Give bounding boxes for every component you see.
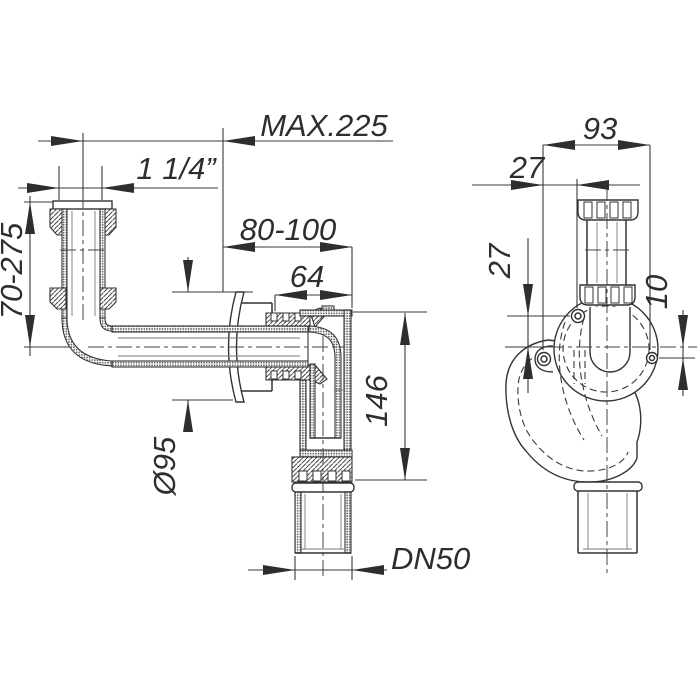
dim-inlet-height: 70-275 [0,196,70,356]
casing-left-wall [299,379,307,451]
label-screw-span: 93 [583,111,617,146]
dimensions: MAX.225 1 1/4” 80-100 64 [0,108,695,580]
inlet-pipe [49,200,309,368]
screw-top [570,308,586,324]
pipe-entry-slot [589,307,631,373]
label-inlet-thread: 1 1/4” [136,151,217,186]
label-rosette-diameter: Ø95 [147,436,182,496]
dim-screw-span: 93 [542,111,651,350]
label-screw-offset-vertical: 27 [482,242,517,279]
label-max-width: MAX.225 [260,108,388,143]
dip-tube-inner-wall [309,363,316,439]
dim-body-width: 64 [274,259,352,311]
inlet-nut-mid-right [99,287,117,310]
dim-screw-offset-horizontal: 27 [472,150,640,308]
outlet-wall-right [344,491,352,554]
label-screw-offset-low: 10 [639,275,674,309]
dim-screw-offset-low: 10 [639,275,695,396]
label-outlet-size: DN50 [391,541,470,576]
side-nut-bottom [579,284,636,306]
hidden-boss [573,350,586,384]
hpipe-bottom-wall [111,360,309,368]
side-outlet-bead [573,481,643,492]
centerlines-side [548,185,697,575]
dim-inlet-thread: 1 1/4” [18,151,218,200]
trap-body [265,305,353,458]
screw-right [645,351,659,365]
casing-top-wall [299,309,353,317]
front-view [49,192,355,576]
outlet-wall-left [294,491,302,554]
hidden-channel-left [558,321,585,441]
side-inlet-pipe [577,199,639,306]
side-view [505,185,697,575]
label-body-width: 64 [290,259,324,294]
dim-screw-offset-vertical: 27 [482,238,570,393]
label-inlet-height: 70-275 [0,222,29,319]
hidden-channel-right [578,317,603,437]
hpipe-top-wall [111,325,309,333]
casing-right-wall [343,309,352,451]
hidden-bottle-inner [517,349,629,472]
label-body-height: 146 [359,374,394,426]
flange-hidden-circle [562,305,650,393]
dim-rosette-diameter: Ø95 [147,257,253,496]
label-wall-distance: 80-100 [240,212,337,247]
elbow-inner-wall [99,317,113,332]
dim-outlet-size: DN50 [248,541,470,580]
dim-wall-distance: 80-100 [223,212,353,308]
inlet-nut-mid-left [49,287,67,310]
casing-bottom-wall [299,449,353,458]
dim-max-width: MAX.225 [38,108,393,292]
label-screw-offset-horizontal: 27 [509,150,546,185]
screw-left [536,351,552,367]
side-outlet [573,481,643,554]
dim-body-height: 146 [353,311,427,481]
centerlines-front [60,192,345,576]
